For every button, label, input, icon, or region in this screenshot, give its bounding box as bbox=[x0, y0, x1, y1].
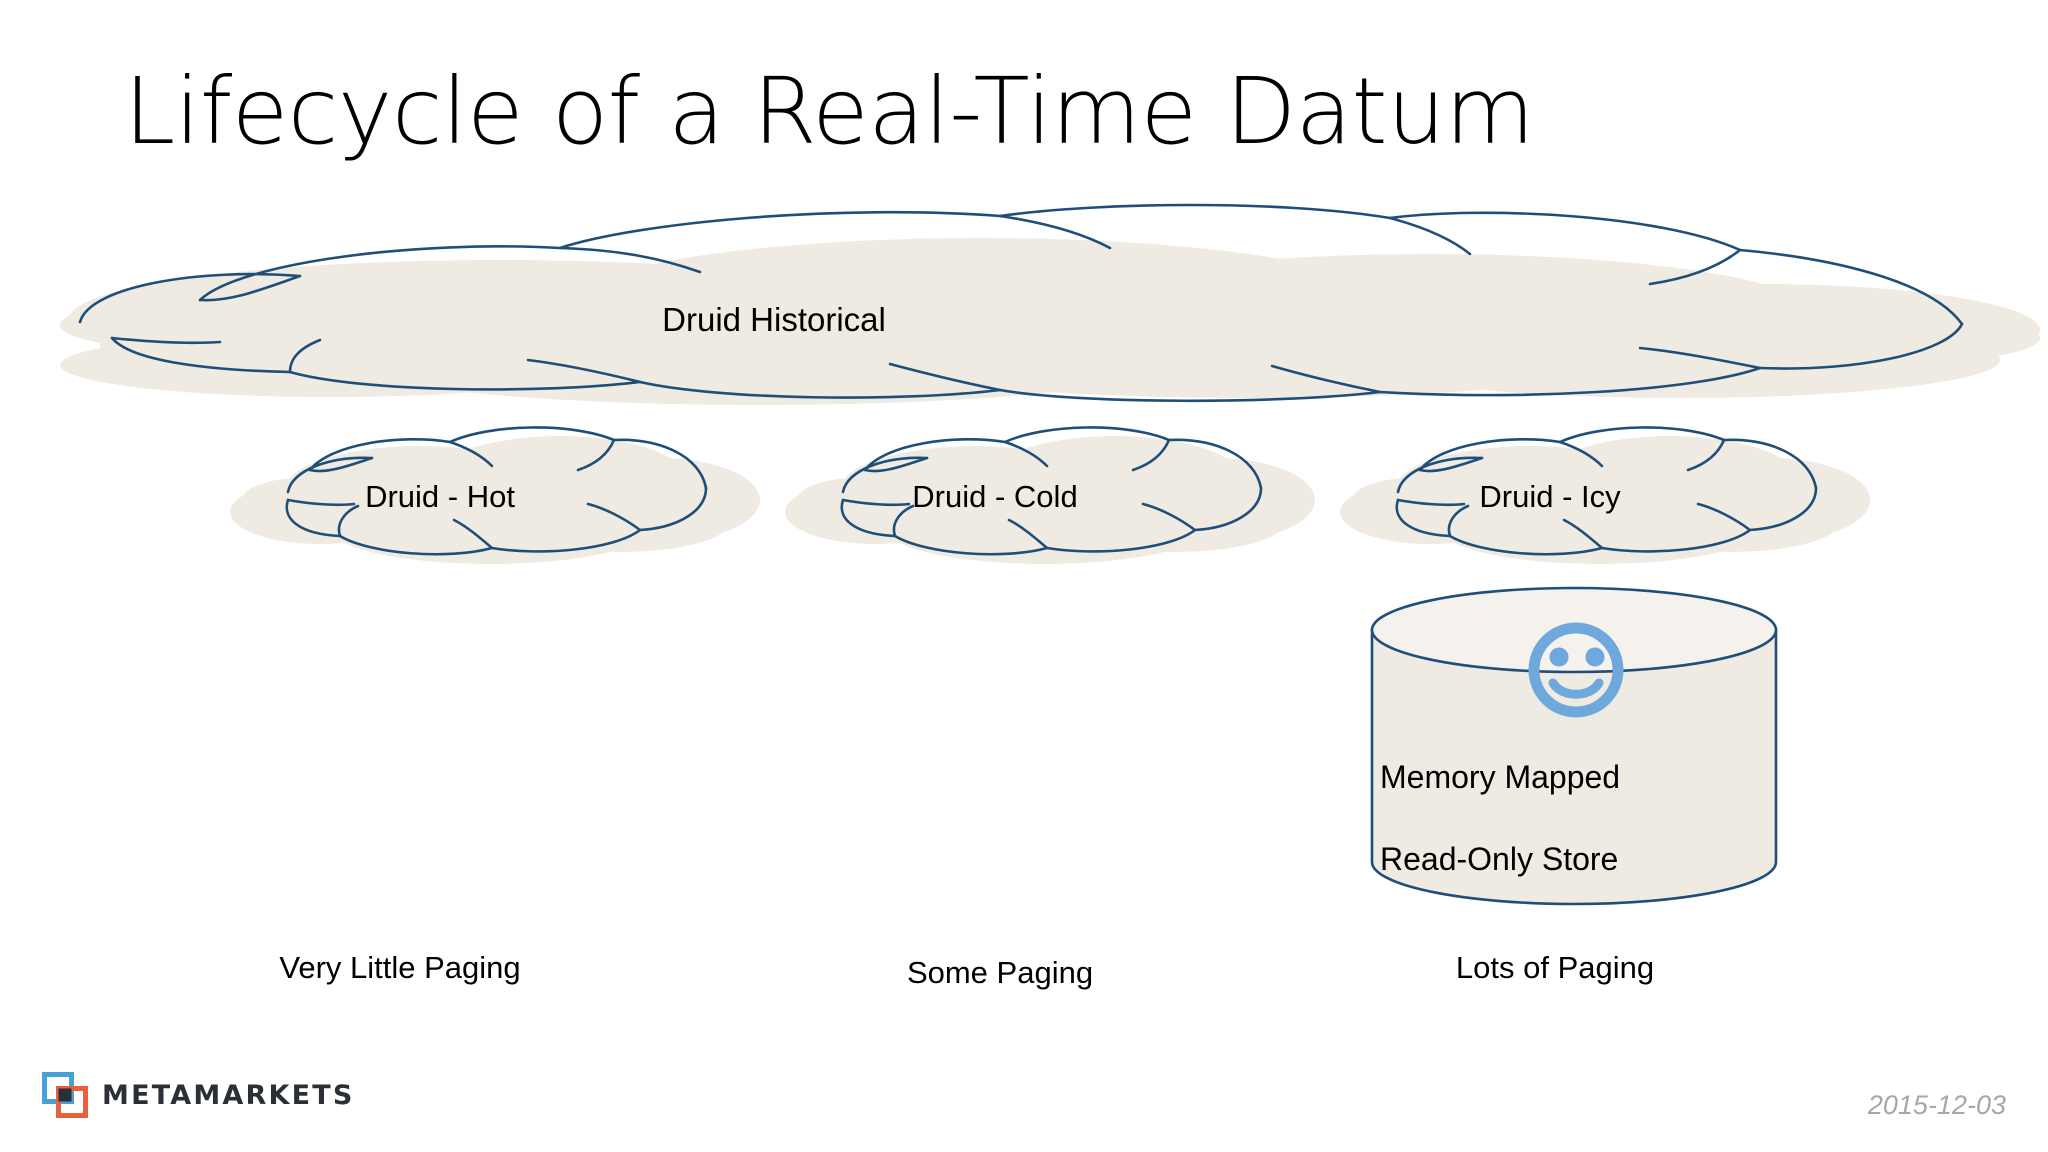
cylinder-label-line-1: Memory Mapped bbox=[1380, 758, 1621, 795]
caption-very-little-paging: Very Little Paging bbox=[279, 950, 521, 985]
cylinder-label-line-2: Read-Only Store bbox=[1380, 840, 1619, 877]
slide-date: 2015-12-03 bbox=[1867, 1090, 2006, 1120]
caption-lots-of-paging: Lots of Paging bbox=[1455, 950, 1655, 985]
cloud-label-druid-hot: Druid - Hot bbox=[365, 479, 515, 514]
cylinder-label: Memory Mapped Read-Only Store bbox=[1380, 716, 1700, 921]
cloud-druid-cold[interactable] bbox=[785, 426, 1315, 564]
page-title: Lifecycle of a Real-Time Datum bbox=[124, 58, 1535, 165]
cylinder-memory-mapped-store[interactable] bbox=[1370, 586, 1778, 906]
cloud-druid-icy[interactable] bbox=[1340, 426, 1870, 564]
cloud-label-druid-icy: Druid - Icy bbox=[1479, 479, 1621, 514]
caption-some-paging: Some Paging bbox=[906, 955, 1094, 990]
cloud-druid-historical[interactable] bbox=[60, 203, 2040, 405]
smiley-face-icon bbox=[1528, 622, 1624, 718]
cloud-label-druid-cold: Druid - Cold bbox=[912, 479, 1078, 514]
metamarkets-squares-logo-icon bbox=[42, 1072, 88, 1118]
cloud-druid-hot[interactable] bbox=[230, 426, 760, 564]
cloud-label-druid-historical: Druid Historical bbox=[662, 301, 886, 338]
metamarkets-logo: METAMARKETS bbox=[42, 1072, 355, 1118]
metamarkets-wordmark: METAMARKETS bbox=[102, 1079, 355, 1111]
